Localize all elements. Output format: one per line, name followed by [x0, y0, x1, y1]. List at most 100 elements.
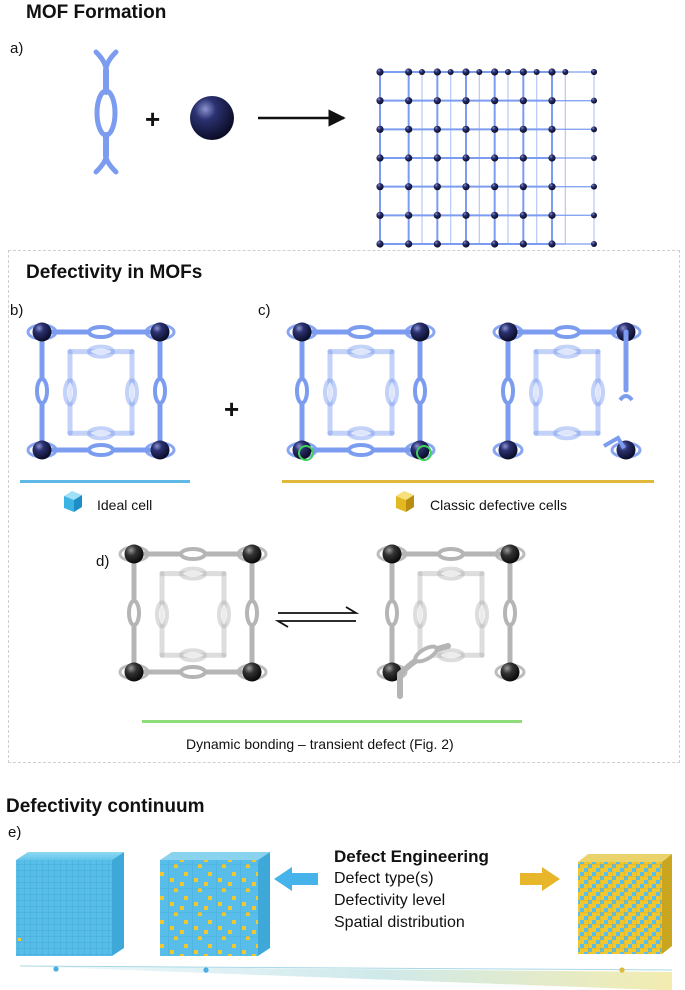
classic-defective-rule: [282, 480, 654, 483]
defect-engineering-item: Spatial distribution: [334, 914, 465, 931]
metal-node: [410, 322, 430, 342]
cell-linker-ring: [591, 378, 605, 407]
lattice-node: [519, 97, 527, 105]
lattice-node: [548, 125, 556, 133]
lattice-node: [433, 211, 441, 219]
cell-linker-ring: [245, 599, 259, 627]
cell-linker-ring: [35, 377, 49, 405]
cell-linker-ring: [87, 325, 115, 339]
lattice-node: [462, 68, 470, 76]
lattice-node: [591, 183, 597, 190]
lattice-node: [462, 125, 470, 133]
classic-defective-cube-icon: [396, 491, 414, 512]
continuum-marker-low: [203, 967, 209, 973]
metal-node: [150, 440, 170, 460]
continuum-cube-low-defect: [160, 852, 270, 956]
equilibrium-arrows: [274, 606, 360, 628]
dangling-linker: [618, 394, 634, 402]
lattice-node: [491, 97, 499, 105]
linker-molecule: [93, 49, 119, 175]
defective-cell-missing-node: [286, 322, 436, 461]
lattice-node: [519, 125, 527, 133]
lattice-node: [433, 240, 441, 248]
arrow-toward-defective: [520, 867, 560, 891]
cell-linker-ring: [179, 665, 207, 679]
cell-linker-ring: [153, 377, 167, 405]
lattice-node: [519, 154, 527, 162]
continuum-marker-high: [619, 967, 625, 973]
cell-linker-ring: [529, 378, 543, 407]
defective-cell-missing-linker: [492, 322, 642, 460]
panel-label-c: c): [258, 302, 271, 319]
lattice-node: [405, 183, 413, 191]
caption-ideal-cell: Ideal cell: [97, 497, 153, 513]
defectivity-box: [8, 250, 680, 763]
plus-sign-b: +: [224, 394, 239, 424]
dynamic-cell-transient-defect: [376, 544, 526, 699]
lattice-node: [491, 125, 499, 133]
lattice-node: [462, 211, 470, 219]
metal-node: [498, 322, 518, 342]
lattice-node: [491, 183, 499, 191]
lattice-node: [447, 69, 454, 75]
mof-framework-lattice: [376, 68, 597, 248]
metal-node: [150, 322, 170, 342]
lattice-node: [405, 97, 413, 105]
metal-node: [500, 662, 520, 682]
ideal-cell-cube-icon: [64, 491, 82, 512]
lattice-node: [505, 69, 511, 75]
cell-linker-ring: [437, 648, 465, 663]
defect-highlight: [298, 445, 314, 461]
lattice-node: [533, 69, 540, 75]
lattice-node: [491, 240, 499, 248]
swinging-linker-ring: [413, 644, 439, 664]
dangling-linker: [603, 435, 626, 450]
lattice-node: [376, 240, 384, 248]
continuum-axis: [19, 965, 673, 971]
lattice-node: [548, 154, 556, 162]
cell-linker-ring: [553, 325, 581, 339]
metal-node: [32, 322, 52, 342]
cell-linker-ring: [87, 426, 115, 441]
dynamic-bonding-rule: [142, 720, 522, 723]
lattice-node: [491, 154, 499, 162]
metal-node: [242, 662, 262, 682]
defect-engineering-item: Defectivity level: [334, 892, 446, 909]
cell-linker-ring: [179, 547, 207, 561]
lattice-node: [376, 97, 384, 105]
lattice-node: [376, 154, 384, 162]
cell-linker-ring: [385, 599, 399, 627]
lattice-node: [548, 211, 556, 219]
lattice-node: [419, 69, 425, 75]
lattice-node: [548, 68, 556, 76]
cell-linker-ring: [347, 443, 375, 457]
lattice-node: [405, 125, 413, 133]
lattice-node: [433, 154, 441, 162]
continuum-cube-ideal: [16, 852, 124, 956]
cell-linker-ring: [503, 599, 517, 627]
lattice-node: [491, 68, 499, 76]
title-mof-formation: MOF Formation: [26, 2, 167, 23]
lattice-node: [519, 183, 527, 191]
continuum-cube-high-defect: [578, 854, 672, 954]
cell-linker-ring: [179, 648, 207, 663]
plus-sign-a: +: [145, 104, 160, 134]
metal-node: [124, 662, 144, 682]
lattice-node: [405, 240, 413, 248]
lattice-node: [591, 155, 597, 161]
lattice-node: [405, 68, 413, 76]
metal-node: [382, 544, 402, 564]
panel-label-d: d): [96, 553, 110, 570]
metal-node: [498, 440, 518, 460]
panel-label-a: a): [10, 40, 24, 57]
cell-linker-ring: [413, 600, 427, 629]
cell-linker-ring: [125, 378, 139, 407]
metal-node: [242, 544, 262, 564]
cell-linker-ring: [155, 600, 169, 629]
metal-node: [410, 440, 430, 460]
lattice-node: [405, 211, 413, 219]
lattice-node: [433, 68, 441, 76]
cell-linker-ring: [553, 426, 581, 441]
cell-linker-ring: [437, 566, 465, 581]
